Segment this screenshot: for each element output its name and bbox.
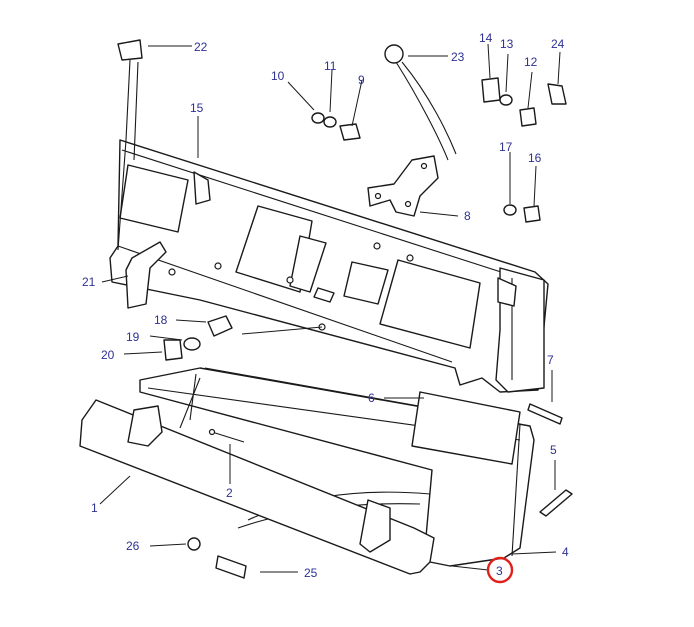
callout-26: 26: [126, 539, 140, 553]
callout-8: 8: [464, 209, 471, 223]
callout-21: 21: [82, 275, 96, 289]
callout-24: 24: [551, 37, 565, 51]
callouts: 1 2 3 4 5 6 7 8 9 10 11 12 13 14 15 16 1…: [82, 31, 569, 580]
callout-10: 10: [271, 69, 285, 83]
callout-12: 12: [524, 55, 538, 69]
lower-frame-drawing: [139, 367, 535, 567]
callout-18: 18: [154, 313, 168, 327]
callout-14: 14: [479, 31, 493, 45]
callout-3: 3: [496, 564, 503, 578]
callout-4: 4: [562, 545, 569, 559]
fasteners-drawing: [117, 39, 573, 579]
callout-6: 6: [368, 391, 375, 405]
callout-1: 1: [91, 501, 98, 515]
callout-17: 17: [499, 140, 513, 154]
hinge-bracket-drawing: [367, 155, 439, 217]
callout-13: 13: [500, 37, 514, 51]
callout-5: 5: [550, 443, 557, 457]
lower-board-drawing: [79, 399, 435, 575]
callout-15: 15: [190, 101, 204, 115]
callout-16: 16: [528, 151, 542, 165]
callout-11: 11: [324, 59, 337, 73]
callout-2: 2: [226, 486, 233, 500]
main-panel-drawing: [109, 139, 549, 393]
callout-22: 22: [194, 40, 208, 54]
callout-25: 25: [304, 566, 318, 580]
highlight-ring: [486, 556, 514, 584]
callout-9: 9: [358, 73, 365, 87]
callout-7: 7: [547, 353, 554, 367]
callout-23: 23: [451, 50, 465, 64]
callout-19: 19: [126, 330, 140, 344]
leader-lines: [99, 43, 561, 573]
callout-20: 20: [101, 348, 115, 362]
